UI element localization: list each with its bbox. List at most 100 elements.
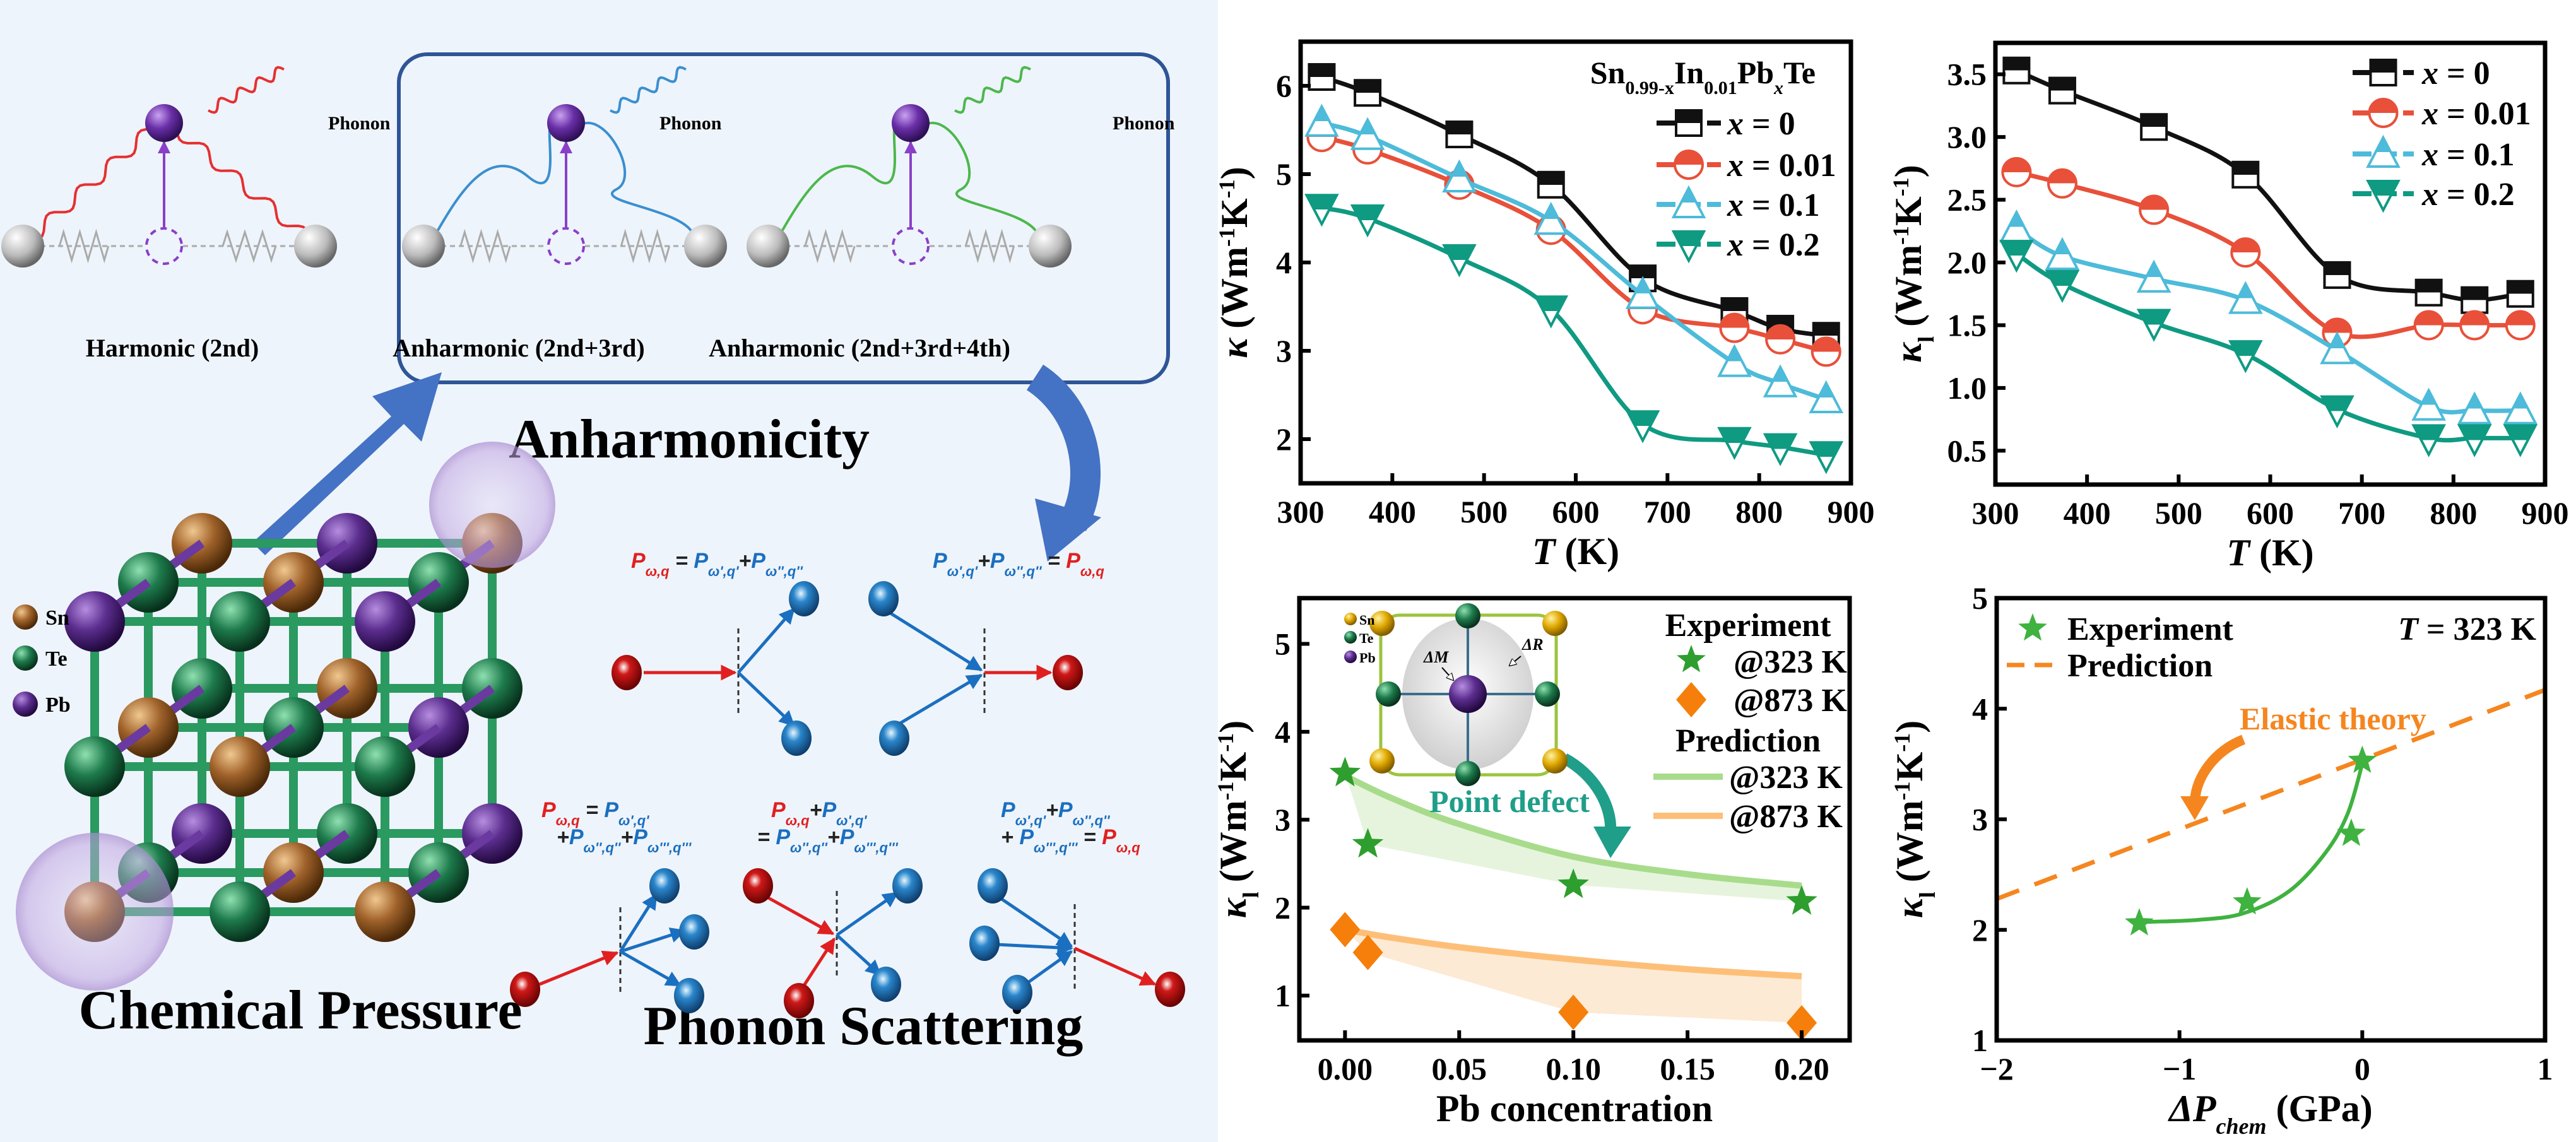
label-part: x	[1773, 78, 1783, 98]
scattering-arrow-icon	[996, 939, 1073, 956]
label-part: )	[1889, 721, 1930, 733]
pressure-halo-icon	[16, 833, 174, 991]
circle-marker	[2001, 156, 2032, 187]
legend-label: x = 0.1	[1727, 187, 1820, 223]
pb-atom-icon	[1449, 675, 1487, 713]
label-part: -1	[1213, 781, 1238, 800]
atom-icon	[747, 225, 789, 268]
equation-term: =	[1041, 549, 1066, 573]
phonon-wave-icon	[954, 66, 1031, 114]
y-tick-label: 2.0	[1947, 245, 1987, 280]
legend-diamond-icon	[1676, 682, 1706, 717]
y-tick-label: 3.0	[1947, 119, 1987, 155]
triangle-up-marker	[1304, 103, 1339, 137]
y-tick-label: 5	[1972, 580, 1988, 616]
x-tick-label: 700	[2338, 495, 2385, 531]
star-marker	[2337, 818, 2366, 846]
equation-term: =	[757, 825, 776, 849]
equation-term: P	[633, 825, 647, 849]
legend-header-prediction: Prediction	[1675, 723, 1821, 759]
label-part: T	[1532, 531, 1557, 572]
legend-label: x = 0.2	[1727, 227, 1820, 263]
legend-label: x = 0.1	[2421, 137, 2515, 173]
equilibrium-position-icon	[145, 227, 183, 265]
equation-subscript: ω''',q'''	[647, 840, 692, 856]
atom-icon	[1029, 225, 1072, 268]
label-part: (K)	[1556, 531, 1620, 572]
equation-term: P	[1102, 825, 1116, 849]
plot-marks	[1329, 756, 1817, 1041]
star-marker	[1329, 756, 1361, 787]
circle-marker	[2139, 194, 2170, 225]
bond-wave-icon	[28, 128, 152, 241]
scattering-arrow-icon	[539, 950, 619, 986]
oscillator-diagrams	[1, 66, 1072, 268]
legend-star-icon	[1677, 645, 1706, 673]
anharmonic4-label: Anharmonic (2nd+3rd+4th)	[709, 334, 1010, 362]
label-part: l	[1238, 892, 1263, 898]
label-part: (Wm	[1214, 247, 1255, 338]
equation-term: P	[541, 798, 556, 822]
phonon-red-icon	[510, 972, 540, 1007]
phonon-blue-icon	[969, 926, 1000, 961]
scattering-equations: Pω,q = Pω',q'+Pω'',q''Pω',q'+Pω'',q'' = …	[541, 549, 1140, 856]
label-part: T	[2398, 611, 2419, 647]
vibrating-atom-icon	[145, 104, 183, 142]
sn-sphere-icon	[13, 604, 38, 630]
square-marker	[2414, 278, 2443, 307]
scattering-equation: Pω',q'+Pω'',q'' = Pω,q	[933, 549, 1104, 579]
label-part: K	[1889, 751, 1930, 781]
point-defect-inset: ΔM ΔR Sn Te Pb	[1344, 603, 1568, 786]
triangle-down-marker	[2320, 395, 2354, 429]
legend-label: Prediction	[2067, 648, 2213, 684]
triangle-down-marker	[1625, 410, 1660, 444]
equation-term: P	[822, 798, 836, 822]
legend-label: x = 0	[1727, 106, 1795, 142]
te-atom-icon	[210, 881, 270, 942]
spring-icon	[459, 228, 511, 264]
equation-term: P	[990, 549, 1005, 573]
label-part: = 0.2	[1744, 227, 1820, 263]
triangle-up-marker	[2228, 281, 2263, 314]
label-part: κ	[1212, 897, 1254, 918]
equation-subscript: ω',q'	[1015, 813, 1046, 828]
equation-term: =	[1077, 825, 1102, 849]
spring-icon	[58, 228, 110, 264]
label-part: (Wm	[1889, 800, 1930, 892]
y-axis-title: κl (Wm-1K-1)	[1889, 721, 1940, 918]
y-tick-label: 3	[1275, 802, 1291, 837]
x-tick-label: 900	[1828, 494, 1875, 529]
square-marker	[2002, 56, 2031, 85]
scattering-arrow-icon	[618, 893, 658, 953]
series-line	[1321, 134, 1827, 354]
y-tick-label: 2.5	[1947, 182, 1987, 218]
label-part: x	[2421, 56, 2438, 91]
scattering-arrow-icon	[836, 891, 899, 937]
triangle-up-marker	[1717, 344, 1752, 377]
equation-term: P	[694, 549, 708, 573]
scattering-equation: Pω,q = Pω',q'+Pω'',q''	[631, 549, 803, 579]
square-marker	[1445, 121, 1474, 148]
equation-term: P	[1019, 825, 1034, 849]
phonon-red-icon	[743, 868, 773, 904]
square-marker	[1308, 63, 1336, 91]
scattering-equation: = Pω'',q''+Pω''',q'''	[757, 825, 898, 856]
prediction-band	[1345, 929, 1802, 1023]
square-marker	[2231, 160, 2260, 189]
x-tick-label: 800	[2430, 495, 2477, 531]
label-part: 0.99-x	[1625, 78, 1674, 98]
phonon-scattering-diagrams	[510, 581, 1185, 1018]
equation-subscript: ω'',q''	[765, 563, 803, 579]
plot-frame	[1298, 39, 1853, 486]
equation-term: P	[840, 825, 854, 849]
equation-term: +	[978, 549, 990, 573]
star-marker	[1786, 885, 1817, 915]
label-part: = 323 K	[2418, 611, 2537, 647]
chart-title: Sn0.99-xIn0.01PbxTe	[1590, 55, 1816, 98]
spring-icon	[964, 228, 1015, 264]
y-tick-label: 4	[1275, 714, 1291, 750]
y-axis-title: κl (Wm-1K-1)	[1212, 721, 1263, 918]
star-marker	[2125, 908, 2154, 936]
label-part: chem	[2216, 1114, 2267, 1139]
label-part: Sn	[1590, 55, 1626, 90]
